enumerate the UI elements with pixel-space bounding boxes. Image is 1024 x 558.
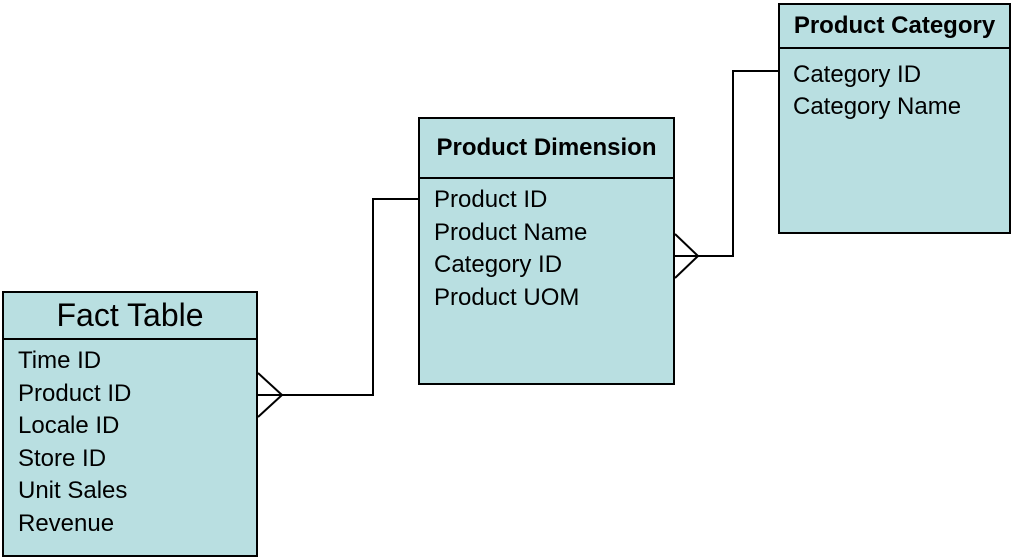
field-product-uom: Product UOM — [434, 283, 580, 311]
field-product-name: Product Name — [434, 218, 588, 246]
field-unit-sales: Unit Sales — [18, 477, 128, 505]
field-store-id: Store ID — [18, 444, 107, 472]
entity-title: Product Dimension — [420, 119, 673, 179]
field-category-name: Category Name — [793, 92, 962, 120]
entity-field-list: Product ID Product Name Category ID Prod… — [420, 179, 673, 314]
entity-product-dimension[interactable]: Product Dimension Product ID Product Nam… — [418, 117, 675, 385]
entity-title: Fact Table — [4, 293, 256, 340]
relationship-product-dimension-to-category — [674, 70, 778, 279]
entity-field-list: Time ID Product ID Locale ID Store ID Un… — [4, 340, 256, 541]
field-product-id: Product ID — [18, 379, 132, 407]
connector-line — [282, 198, 418, 396]
crows-foot-many-marker — [257, 372, 283, 418]
relationship-fact-to-product-dimension — [257, 198, 418, 418]
entity-title: Product Category — [780, 5, 1009, 49]
field-category-id: Category ID — [434, 251, 563, 279]
field-category-id: Category ID — [793, 61, 922, 88]
entity-field-list: Category ID Category Name — [780, 49, 1009, 122]
connector-line — [698, 70, 778, 257]
field-time-id: Time ID — [18, 347, 102, 374]
crows-foot-many-marker — [674, 233, 699, 279]
field-product-id: Product ID — [434, 186, 548, 213]
entity-fact-table[interactable]: Fact Table Time ID Product ID Locale ID … — [2, 291, 258, 557]
entity-product-category[interactable]: Product Category Category ID Category Na… — [778, 3, 1011, 234]
field-locale-id: Locale ID — [18, 412, 120, 440]
field-revenue: Revenue — [18, 509, 115, 537]
